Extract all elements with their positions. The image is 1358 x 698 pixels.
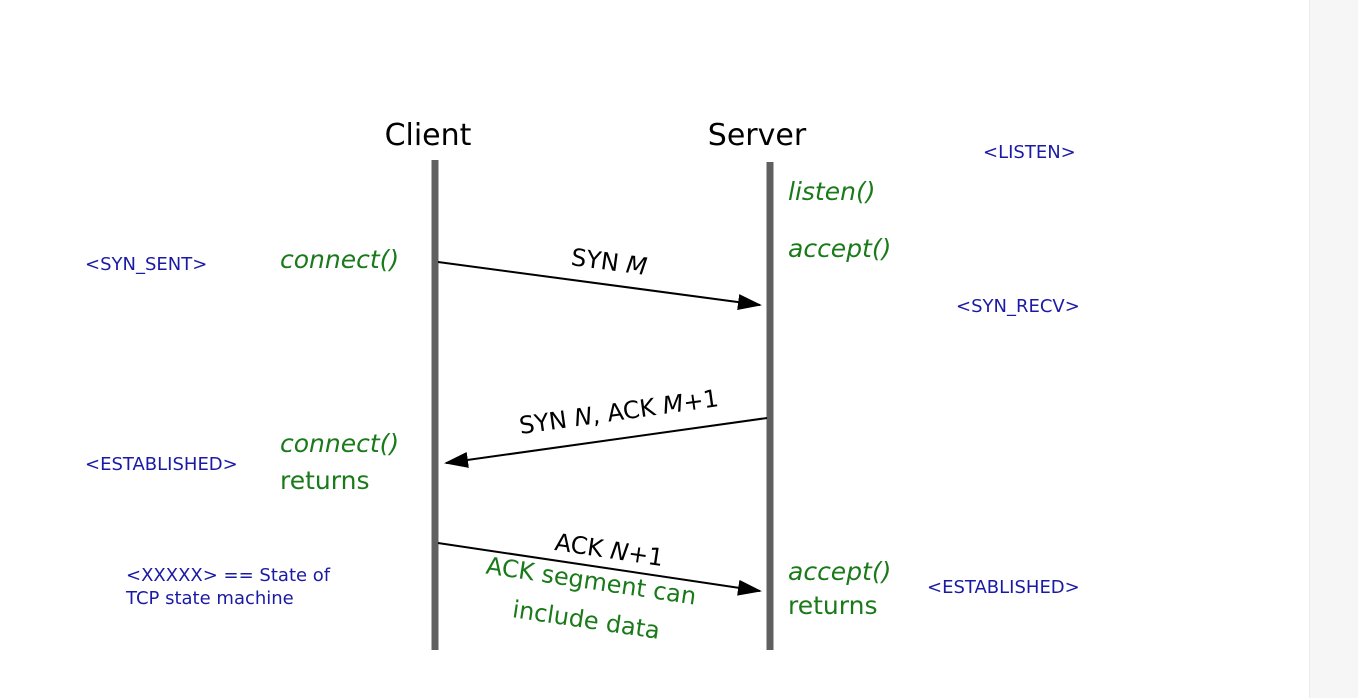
client-connect-returns-call: connect() <box>280 429 399 458</box>
server-accept-returns-call: accept() <box>788 557 891 586</box>
state-listen: <LISTEN> <box>983 142 1076 163</box>
syn-arrow <box>437 261 762 311</box>
client-header: Client <box>385 118 472 153</box>
server-header: Server <box>708 118 807 153</box>
ack-label: ACK N+1 <box>553 528 665 572</box>
server-accept-call: accept() <box>788 234 891 263</box>
state-client-established: <ESTABLISHED> <box>85 454 238 475</box>
synack-label: SYN N, ACK M+1 <box>517 384 720 440</box>
state-syn-sent: <SYN_SENT> <box>85 254 207 275</box>
syn-label: SYN M <box>569 243 649 281</box>
client-connect-returns-word: returns <box>280 466 369 495</box>
tcp-handshake-diagram: Client Server SYN M SYN N, ACK M+1 ACK N… <box>85 118 1080 650</box>
legend-line1: <XXXXX> == State of <box>126 565 331 586</box>
state-server-established: <ESTABLISHED> <box>927 577 1080 598</box>
ack-note-line2: include data <box>511 595 662 645</box>
server-accept-returns-word: returns <box>788 591 877 620</box>
synack-arrow <box>444 417 768 468</box>
state-syn-recv: <SYN_RECV> <box>956 296 1080 317</box>
ack-arrow <box>437 542 762 596</box>
legend-line2: TCP state machine <box>125 588 294 609</box>
client-connect-call: connect() <box>280 245 399 274</box>
vertical-scrollbar[interactable] <box>1309 0 1358 698</box>
server-listen-call: listen() <box>788 177 875 206</box>
